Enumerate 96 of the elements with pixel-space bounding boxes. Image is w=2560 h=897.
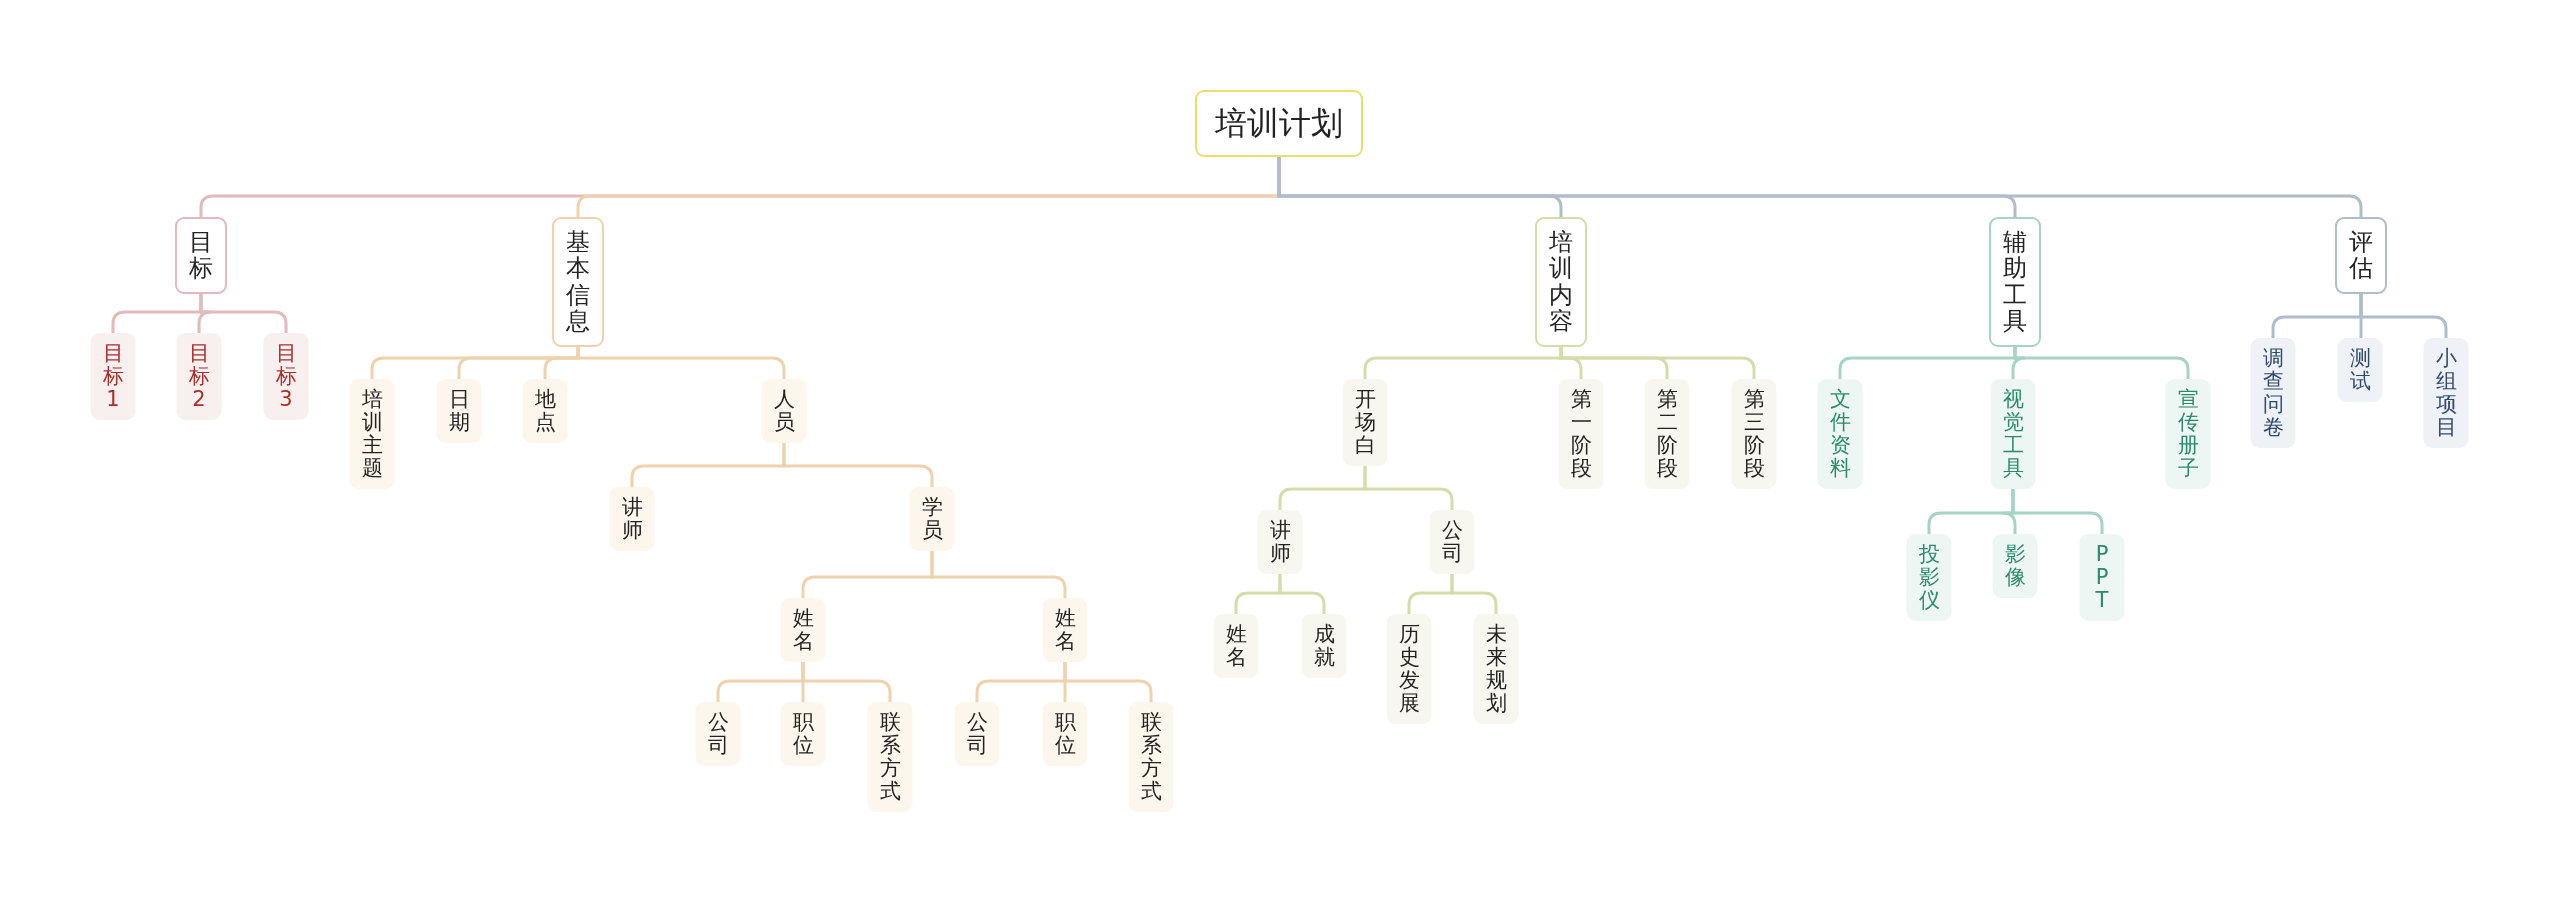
subtopic-box [1990, 379, 2036, 490]
main-topic-box [552, 217, 604, 347]
topic-text: 开场白 [1354, 388, 1376, 458]
subtopic-box [1386, 614, 1432, 725]
topic-text: 历史发展 [1398, 623, 1420, 716]
subtopic-box [1644, 379, 1690, 490]
topic-text: 培训主题 [361, 388, 383, 481]
connector-line [1450, 574, 1498, 614]
subtopic-box [436, 379, 482, 444]
topic-text: 目标3 [275, 342, 297, 412]
subtopic-box [1301, 614, 1347, 679]
main-topic-box [1535, 217, 1587, 347]
topic-text: 目标 [189, 229, 213, 282]
subtopic-box [1042, 702, 1088, 767]
subtopic-box [2423, 338, 2469, 449]
topic-text: 姓名 [1054, 607, 1076, 654]
subtopic-box [695, 702, 741, 767]
topic-text: 联系方式 [1140, 711, 1162, 804]
central-topic-box [1195, 90, 1363, 158]
topic-text: 公司 [1441, 519, 1463, 566]
subtopic-box [1042, 598, 1088, 663]
connector-line [1277, 157, 2363, 218]
main-topic-box [175, 217, 227, 294]
topic-text: 公司 [966, 711, 988, 758]
connector-line [930, 551, 1067, 598]
topic-text: 小组项目 [2435, 347, 2457, 440]
subtopic-box [761, 379, 807, 444]
subtopic-box [609, 487, 655, 552]
topic-text: 目标2 [188, 342, 210, 412]
topic-text: 姓名 [1225, 623, 1247, 670]
topic-text: 第二阶段 [1656, 388, 1678, 481]
subtopic-box [780, 702, 826, 767]
topic-text: 第一阶段 [1570, 388, 1592, 481]
topic-text: 未来规划 [1485, 623, 1507, 716]
subtopic-box [909, 487, 955, 552]
subtopic-box [522, 379, 568, 444]
topic-text: 人员 [773, 388, 795, 435]
topic-text: 影像 [2004, 543, 2026, 590]
topic-text: 第三阶段 [1743, 388, 1765, 481]
topic-text: 视觉工具 [2002, 388, 2024, 481]
topic-text: 成就 [1313, 623, 1335, 670]
subtopic-box [2250, 338, 2296, 449]
subtopic-box [1257, 510, 1303, 575]
main-topic-box [1989, 217, 2041, 347]
subtopic-box [1342, 379, 1388, 467]
topic-text: 调查问卷 [2262, 347, 2284, 440]
topic-text: 辅助工具 [2003, 229, 2027, 335]
subtopic-box [176, 333, 222, 421]
topic-text: 目标1 [102, 342, 124, 412]
topic-text: 培训计划 [1215, 106, 1343, 142]
topic-text: 联系方式 [879, 711, 901, 804]
topic-text: 公司 [707, 711, 729, 758]
subtopic-box [867, 702, 913, 813]
connector-line [2013, 347, 2190, 379]
topic-text: 测试 [2349, 347, 2371, 394]
topic-text: 地点 [534, 388, 556, 435]
connector-line [782, 443, 934, 487]
subtopic-box [1817, 379, 1863, 490]
subtopic-box [1473, 614, 1519, 725]
topic-text: 学员 [921, 496, 943, 543]
topic-text: 讲师 [621, 496, 643, 543]
topic-text: 评估 [2349, 229, 2373, 282]
connector-line [1363, 466, 1454, 510]
subtopic-box [1213, 614, 1259, 679]
topic-text: 培训内容 [1549, 229, 1573, 335]
connector-line [2011, 489, 2104, 534]
subtopic-box [1992, 534, 2038, 599]
topic-text: 职位 [1054, 711, 1076, 758]
topic-text: 姓名 [792, 607, 814, 654]
subtopic-box [90, 333, 136, 421]
connector-line [199, 294, 288, 333]
connector-line [801, 662, 892, 702]
connector-line [1063, 662, 1153, 702]
topic-text: 基本信息 [566, 229, 590, 335]
subtopic-box [2337, 338, 2383, 403]
main-topic-box [2335, 217, 2387, 294]
subtopic-box [349, 379, 395, 490]
topic-text: 宣传册子 [2177, 388, 2199, 481]
connector-line [1278, 574, 1326, 614]
topic-text: 文件资料 [1829, 388, 1851, 481]
subtopic-box [1429, 510, 1475, 575]
subtopic-box [2079, 534, 2125, 622]
topic-text: 日期 [448, 388, 470, 435]
subtopic-box [2165, 379, 2211, 490]
subtopic-box [1731, 379, 1777, 490]
subtopic-box [1128, 702, 1174, 813]
topic-text: 讲师 [1269, 519, 1291, 566]
subtopic-box [263, 333, 309, 421]
subtopic-box [1558, 379, 1604, 490]
subtopic-box [1906, 534, 1952, 622]
topic-text: PPT [2094, 543, 2110, 613]
connector-line [2359, 294, 2448, 338]
topic-text: 职位 [792, 711, 814, 758]
topic-text: 投影仪 [1918, 543, 1940, 613]
subtopic-box [780, 598, 826, 663]
subtopic-box [954, 702, 1000, 767]
